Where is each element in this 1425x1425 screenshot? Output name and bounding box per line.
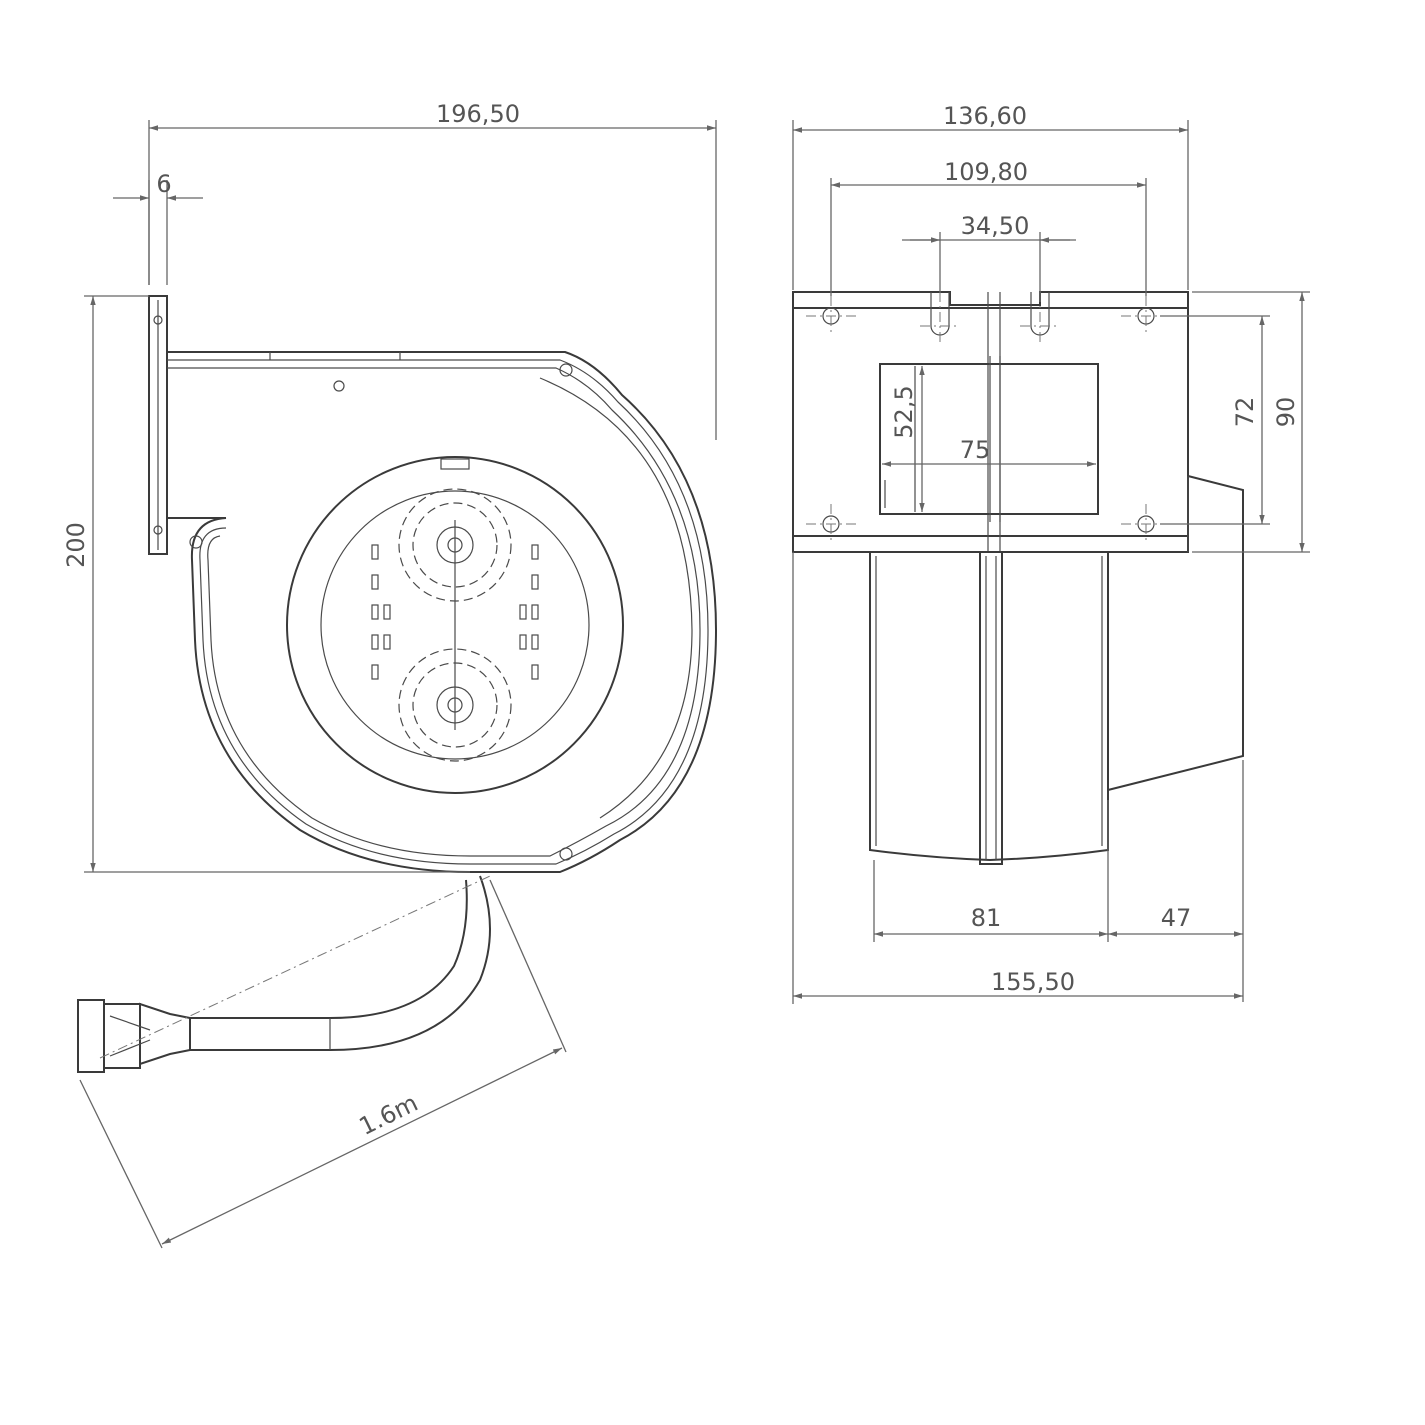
outlet-opening xyxy=(879,356,1099,522)
dim-hole-spacing-vertical: 72 xyxy=(1160,315,1270,525)
dim-motor-depth: 47 xyxy=(1108,760,1244,1002)
dim-label-motor-depth: 47 xyxy=(1161,904,1192,932)
side-motor xyxy=(1107,475,1244,791)
front-view: 196,50 6 200 1.6m xyxy=(62,100,718,1249)
dim-label-hole-spacing-outer: 109,80 xyxy=(944,158,1028,186)
motor-cooling-grille-icon xyxy=(286,456,624,794)
dim-hole-spacing-inner: 34,50 xyxy=(902,212,1076,292)
dim-cable-length: 1.6m xyxy=(79,875,567,1249)
mounting-flange xyxy=(148,295,168,555)
cable-connector-icon xyxy=(77,875,491,1073)
dim-label-overall-depth: 155,50 xyxy=(991,968,1075,996)
mounting-hole xyxy=(920,292,960,345)
side-view: 136,60 109,80 34,50 52,5 75 7 xyxy=(792,102,1310,1004)
dim-outlet-width: 75 xyxy=(882,436,1096,467)
dim-label-hole-spacing-vertical: 72 xyxy=(1231,397,1259,428)
dim-outlet-height: 52,5 xyxy=(890,366,925,512)
dim-overall-height: 200 xyxy=(62,295,470,873)
dim-overall-depth: 155,50 xyxy=(792,552,1243,1004)
volute-housing xyxy=(166,351,718,873)
mounting-hole xyxy=(1020,292,1060,345)
dim-label-outlet-height: 52,5 xyxy=(890,385,918,438)
dim-label-housing-depth: 81 xyxy=(971,904,1002,932)
dim-flange-thickness: 6 xyxy=(113,170,203,285)
dim-label-outlet-width: 75 xyxy=(960,436,991,464)
dim-label-overall-width: 196,50 xyxy=(436,100,520,128)
dim-hole-spacing-outer: 109,80 xyxy=(830,158,1147,296)
dim-overall-width: 196,50 xyxy=(148,100,717,440)
mounting-hole xyxy=(806,504,856,544)
dim-label-flange-height: 90 xyxy=(1272,397,1300,428)
dim-label-flange-thickness: 6 xyxy=(156,170,171,198)
dim-flange-width: 136,60 xyxy=(792,102,1189,290)
dim-housing-depth: 81 xyxy=(873,800,1109,942)
mounting-hole xyxy=(806,296,856,336)
dim-label-overall-height: 200 xyxy=(62,522,90,568)
dim-label-flange-width: 136,60 xyxy=(943,102,1027,130)
mounting-holes xyxy=(806,292,1176,544)
dim-label-hole-spacing-inner: 34,50 xyxy=(961,212,1030,240)
side-housing xyxy=(869,551,1109,865)
dim-flange-height: 90 xyxy=(1192,291,1310,553)
